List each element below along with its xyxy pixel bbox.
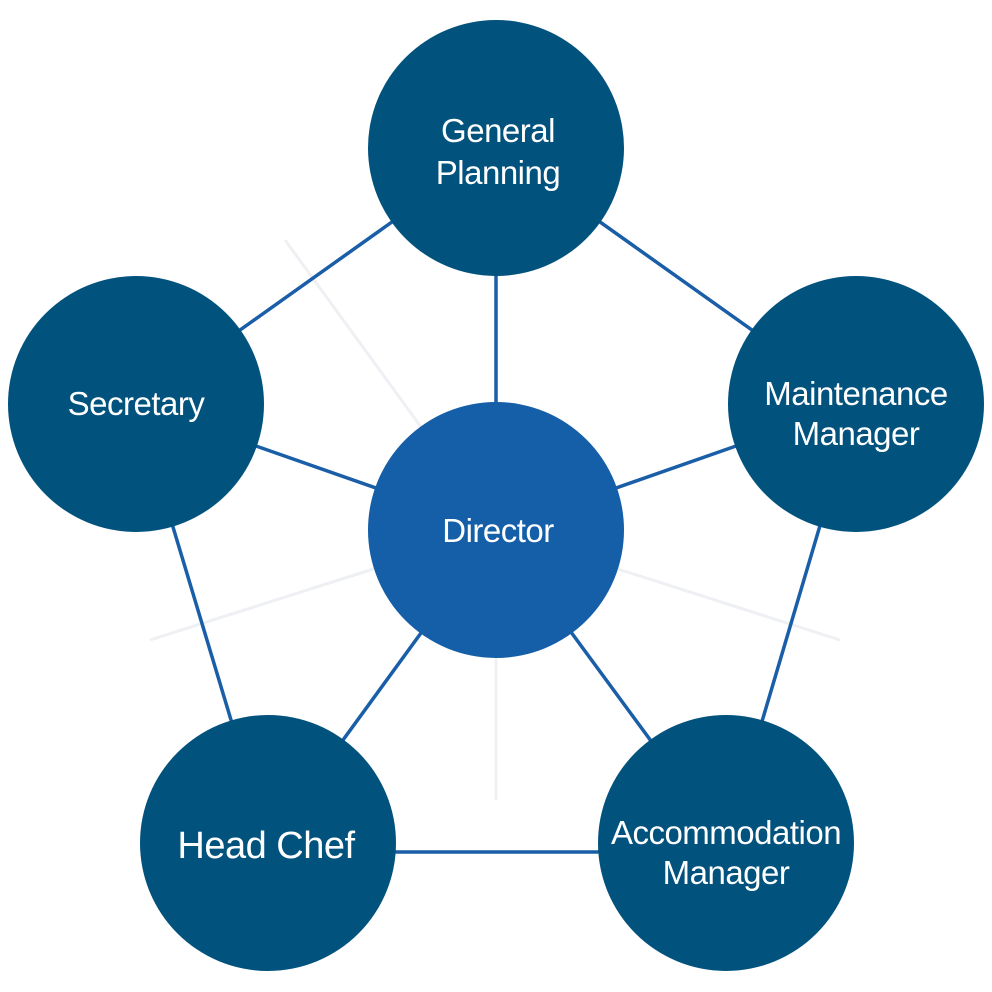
node-secretary: Secretary: [8, 276, 264, 532]
node-label: Planning: [436, 154, 560, 191]
node-accommodation-manager: Accommodation Manager: [598, 715, 854, 971]
node-label: Secretary: [68, 385, 206, 422]
node-general-planning: General Planning: [368, 20, 624, 276]
node-label: Manager: [793, 415, 920, 452]
node-label: General: [441, 112, 555, 149]
node-director: Director: [368, 402, 624, 658]
node-head-chef: Head Chef: [140, 715, 396, 971]
node-label: Head Chef: [177, 825, 355, 867]
node-label: Accommodation: [611, 814, 841, 851]
node-label: Director: [442, 512, 554, 549]
node-label: Maintenance: [764, 375, 947, 412]
node-maintenance-manager: Maintenance Manager: [728, 276, 984, 532]
node-label: Manager: [663, 854, 790, 891]
